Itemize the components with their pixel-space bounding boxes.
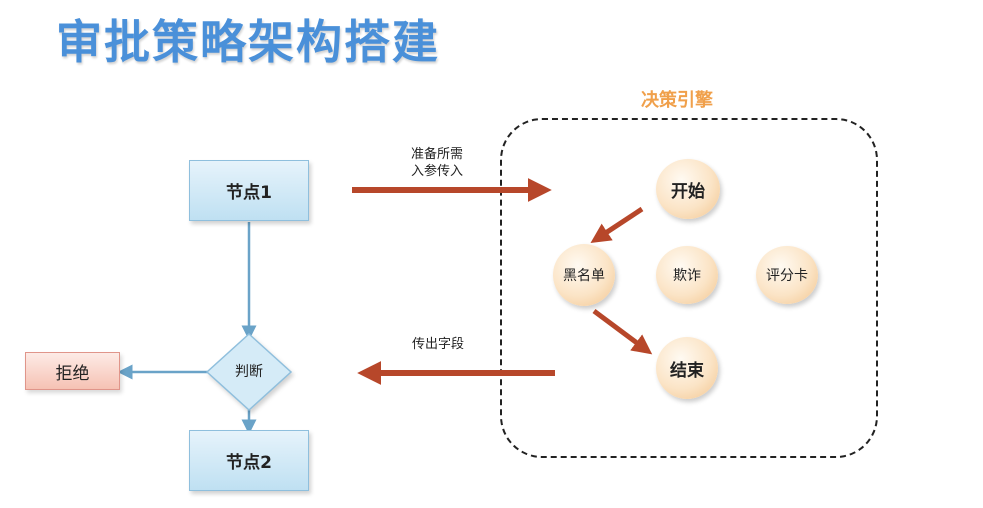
blacklist-node: 黑名单 [553,244,615,306]
start-to-blacklist-arrow [590,206,644,243]
input-label-line1: 准备所需 [411,147,464,162]
input-label-line2: 入参传入 [411,164,464,179]
decision-label: 判断 [235,364,263,380]
reject-box: 拒绝 [25,352,120,390]
scorecard-node: 评分卡 [756,246,818,304]
start-node: 开始 [656,159,720,219]
node-1-box: 节点1 [189,160,309,221]
decision-engine-label: 决策引擎 [641,90,713,111]
blacklist-to-end-arrow [592,308,653,355]
end-node: 结束 [656,337,718,399]
output-label: 传出字段 [412,337,465,352]
node-2-box: 节点2 [189,430,309,491]
decision-engine-container [500,118,878,458]
page-title: 审批策略架构搭建 [56,15,440,69]
fraud-node: 欺诈 [656,246,718,304]
decision-diamond [205,332,293,412]
